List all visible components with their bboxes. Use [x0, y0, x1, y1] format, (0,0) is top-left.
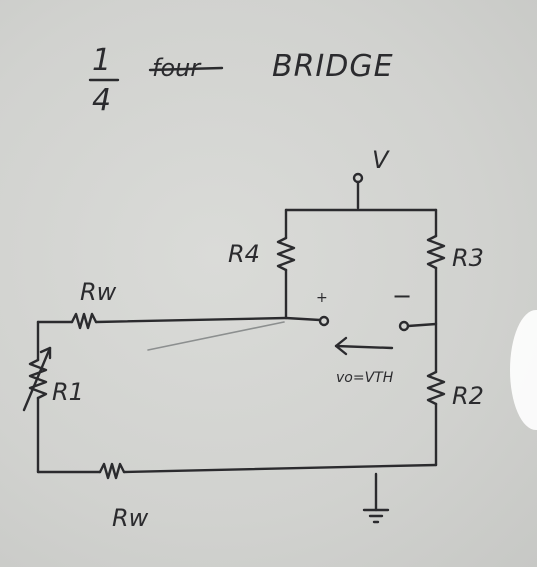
glare-spot — [510, 310, 537, 430]
strikethrough — [148, 66, 224, 72]
title-denominator: 4 — [92, 83, 112, 118]
r1-branch: R1 — [22, 320, 84, 474]
top-lead-line — [94, 316, 288, 324]
rw-top-label: Rw — [80, 278, 117, 306]
supply-label: V — [372, 146, 390, 174]
bottom-lead-right — [122, 463, 438, 474]
top-lead-wire: Rw — [36, 278, 288, 351]
r3-label: R3 — [452, 244, 484, 272]
rw-bottom-resistor — [98, 462, 126, 480]
r1-arrow-head — [39, 346, 52, 360]
rw-bottom-label: Rw — [112, 504, 149, 532]
r4-branch: R4 — [228, 208, 296, 320]
output-terminals: + − vo=VTH — [284, 282, 438, 386]
ground-symbol — [362, 472, 390, 524]
output-voltage-label: vo=VTH — [336, 370, 394, 386]
supply-terminal: V — [352, 146, 390, 210]
right-branch: R3 R2 — [426, 208, 484, 467]
voltage-arrow-shaft — [334, 344, 394, 350]
minus-terminal-wire — [406, 322, 438, 328]
r1-label: R1 — [52, 378, 84, 406]
title: 1 4 four BRIDGE — [88, 43, 394, 118]
plus-terminal-wire — [284, 316, 322, 322]
plus-sign: + — [316, 290, 328, 306]
plus-terminal — [318, 315, 330, 327]
voltage-arrow-head — [334, 336, 348, 356]
minus-sign: − — [392, 282, 412, 310]
r1-variable-arrow — [22, 346, 52, 412]
bottom-lead-wire: Rw — [36, 462, 438, 532]
r4-resistor — [276, 236, 296, 272]
r2-label: R2 — [452, 382, 484, 410]
rw-top-resistor — [70, 312, 98, 330]
title-word: BRIDGE — [272, 49, 394, 84]
faint-smudge — [147, 321, 285, 351]
r3-resistor — [426, 234, 446, 270]
title-numerator: 1 — [92, 43, 112, 78]
r4-label: R4 — [228, 240, 260, 268]
r2-resistor — [426, 370, 446, 406]
